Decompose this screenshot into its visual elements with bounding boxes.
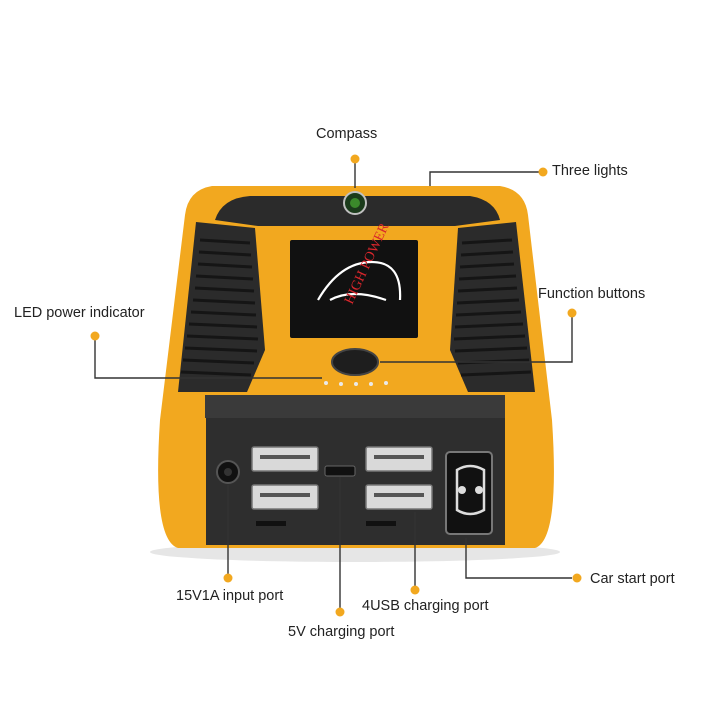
label-led-indicator: LED power indicator — [14, 305, 145, 321]
label-5v-port: 5V charging port — [288, 624, 395, 640]
label-function-buttons: Function buttons — [538, 286, 646, 302]
car-start-leader — [465, 538, 572, 579]
micro-usb-port — [324, 465, 356, 477]
led-leader — [94, 337, 322, 379]
led-dot — [384, 381, 388, 385]
led-dot — [369, 382, 373, 386]
three-lights-leader — [429, 171, 543, 186]
label-car-start: Car start port — [590, 571, 675, 587]
led-dot — [339, 382, 343, 386]
led-dot — [354, 382, 358, 386]
label-compass: Compass — [316, 126, 378, 142]
label-input-port: 15V1A input port — [176, 588, 284, 604]
function-buttons-leader — [380, 314, 573, 363]
led-dot — [324, 381, 328, 385]
label-three-lights: Three lights — [552, 163, 628, 179]
function-button[interactable] — [331, 348, 379, 376]
label-usb-port: 4USB charging port — [362, 598, 489, 614]
